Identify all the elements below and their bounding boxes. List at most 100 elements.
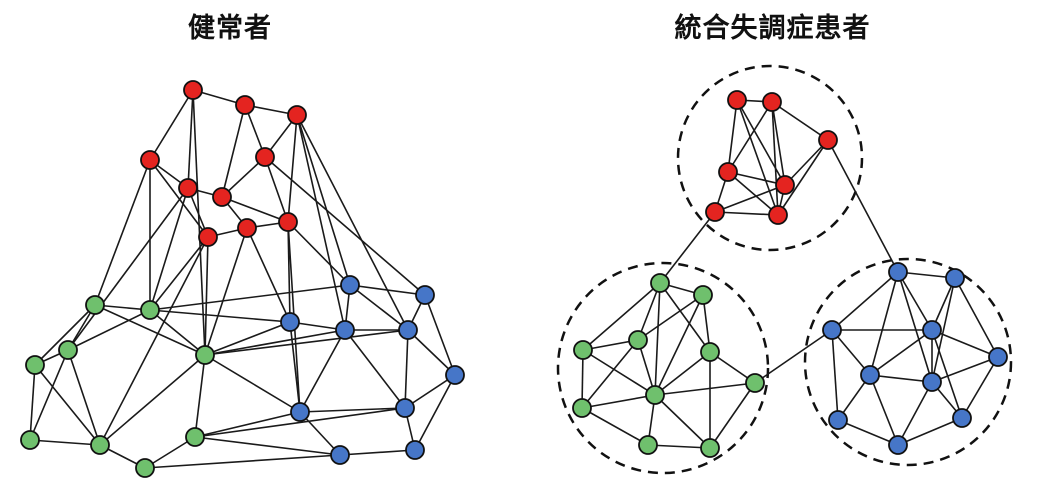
network-edge <box>897 417 963 446</box>
network-edge <box>581 407 649 446</box>
network-node-blue <box>415 285 435 305</box>
network-edge <box>204 354 301 413</box>
network-edge <box>931 356 999 383</box>
network-node-red <box>237 218 257 238</box>
network-edge <box>194 436 341 456</box>
network-edge <box>414 374 456 451</box>
network-edge <box>714 211 779 216</box>
network-edge <box>149 284 351 311</box>
network-edge <box>654 282 661 396</box>
network-edge <box>827 139 899 273</box>
network-edge <box>192 89 206 356</box>
network-node-blue <box>405 440 425 460</box>
network-edge <box>296 114 346 331</box>
network-edge <box>727 101 773 173</box>
network-edge <box>194 411 301 438</box>
network-edge <box>67 309 151 351</box>
network-edge <box>654 351 711 396</box>
schizophrenia-network <box>556 64 1013 475</box>
network-edge <box>264 156 426 296</box>
network-edge <box>194 354 206 438</box>
network-edge <box>204 329 409 356</box>
network-edge <box>94 304 206 356</box>
network-edge <box>736 99 779 216</box>
network-edge <box>404 374 456 409</box>
network-node-green <box>20 430 40 450</box>
network-edge <box>869 271 899 376</box>
network-node-blue <box>398 320 418 340</box>
network-node-green <box>90 435 110 455</box>
network-edge <box>771 101 779 216</box>
cluster-outline <box>676 64 864 252</box>
network-edge <box>897 271 933 331</box>
network-edge <box>264 156 289 223</box>
network-node-blue <box>280 312 300 332</box>
network-edge <box>246 227 291 323</box>
network-edge <box>221 196 289 223</box>
network-node-red <box>140 150 160 170</box>
network-node-green <box>58 340 78 360</box>
network-edge <box>659 211 716 284</box>
network-node-red <box>818 130 838 150</box>
network-node-blue <box>395 398 415 418</box>
right-panel-title: 統合失調症患者 <box>674 13 871 43</box>
network-node-red <box>762 92 782 112</box>
network-node-green <box>195 345 215 365</box>
network-edge <box>727 99 738 173</box>
network-edge <box>637 294 704 341</box>
network-node-green <box>185 427 205 447</box>
network-edge <box>204 329 346 356</box>
network-edge <box>296 114 351 286</box>
network-edge <box>144 454 341 469</box>
network-node-green <box>140 300 160 320</box>
network-edge <box>727 171 779 216</box>
network-edge <box>349 284 426 296</box>
network-node-red <box>278 212 298 232</box>
network-edge <box>67 187 189 351</box>
network-node-blue <box>922 320 942 340</box>
network-edge <box>149 89 194 161</box>
network-node-green <box>650 273 670 293</box>
network-edge <box>204 236 209 356</box>
network-edge <box>99 354 206 446</box>
network-node-blue <box>340 275 360 295</box>
network-node-blue <box>335 320 355 340</box>
network-edge <box>339 449 416 456</box>
network-edge <box>296 114 409 331</box>
network-edge <box>289 321 301 413</box>
network-edge <box>637 282 661 341</box>
network-edge <box>754 329 833 384</box>
network-node-green <box>745 373 765 393</box>
network-edge <box>869 329 933 376</box>
network-node-blue <box>888 262 908 282</box>
network-edge <box>647 444 711 449</box>
network-node-blue <box>888 435 908 455</box>
network-edge <box>349 284 409 331</box>
network-edge <box>931 329 999 358</box>
network-node-green <box>693 285 713 305</box>
network-edge <box>187 89 194 189</box>
network-node-green <box>700 342 720 362</box>
cluster-outline <box>803 257 1013 467</box>
network-edge <box>581 339 639 409</box>
network-edge <box>149 309 291 323</box>
network-edge <box>897 271 933 383</box>
network-node-blue <box>828 410 848 430</box>
network-edge <box>204 321 291 356</box>
network-edge <box>94 159 151 306</box>
network-node-green <box>700 438 720 458</box>
network-edge <box>67 349 101 446</box>
network-edge <box>897 381 933 446</box>
network-edge <box>287 114 298 223</box>
network-node-red <box>768 205 788 225</box>
network-edge <box>29 364 36 441</box>
network-node-green <box>645 385 665 405</box>
network-edge <box>29 439 101 446</box>
left-panel-title: 健常者 <box>188 13 272 43</box>
healthy-network <box>20 80 465 478</box>
network-edge <box>961 356 999 419</box>
network-edge <box>149 187 189 311</box>
network-node-red <box>212 187 232 207</box>
network-edge <box>709 382 756 449</box>
network-edge <box>654 294 704 396</box>
